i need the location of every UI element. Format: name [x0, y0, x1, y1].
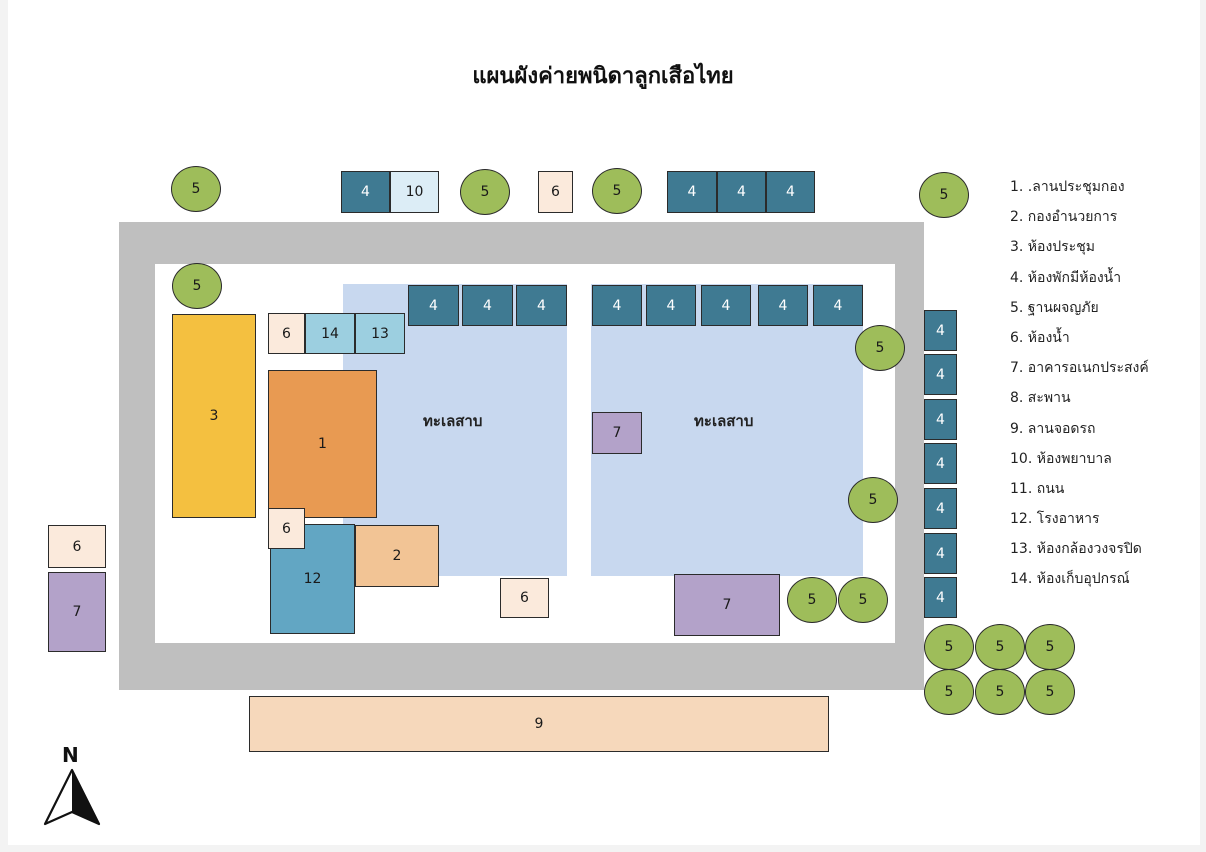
- adventure-base: 5: [787, 577, 837, 623]
- lodging-room: 4: [924, 533, 957, 574]
- restroom-top-outside: 6: [538, 171, 573, 213]
- restroom-left-outside: 6: [48, 525, 106, 568]
- legend-item: 12. โรงอาหาร: [1010, 511, 1100, 528]
- meeting-room: 3: [172, 314, 256, 518]
- legend-item: 7. อาคารอเนกประสงค์: [1010, 360, 1149, 377]
- lodging-room: 4: [758, 285, 808, 326]
- parking-lot: 9: [249, 696, 829, 752]
- adventure-base: 5: [848, 477, 898, 523]
- adventure-base: 5: [919, 172, 969, 218]
- lodging-room: 4: [408, 285, 459, 326]
- lodging-room: 4: [646, 285, 696, 326]
- legend: 1. .ลานประชุมกอง 2. กองอำนวยการ 3. ห้องป…: [1010, 176, 1149, 599]
- adventure-base: 5: [592, 168, 642, 214]
- legend-item: 10. ห้องพยาบาล: [1010, 450, 1112, 467]
- legend-item: 4. ห้องพักมีห้องน้ำ: [1010, 269, 1122, 286]
- legend-item: 3. ห้องประชุม: [1010, 239, 1095, 256]
- lodging-room: 4: [701, 285, 751, 326]
- lodging-room: 4: [924, 443, 957, 484]
- lagoon-label-right: ทะเลสาบ: [694, 412, 754, 430]
- adventure-base: 5: [975, 669, 1025, 715]
- headquarters: 2: [355, 525, 439, 587]
- adventure-base: 5: [975, 624, 1025, 670]
- legend-item: 9. ลานจอดรถ: [1010, 420, 1096, 437]
- storage-room: 14: [305, 313, 355, 354]
- adventure-base: 5: [855, 325, 905, 371]
- legend-item: 8. สะพาน: [1010, 390, 1071, 407]
- lodging-room: 4: [813, 285, 863, 326]
- legend-item: 2. กองอำนวยการ: [1010, 209, 1118, 226]
- legend-item: 6. ห้องน้ำ: [1010, 329, 1070, 346]
- lodging-room: 4: [717, 171, 766, 213]
- lagoon-label-left: ทะเลสาบ: [423, 412, 483, 430]
- adventure-base: 5: [924, 624, 974, 670]
- lodging-room: 4: [766, 171, 815, 213]
- legend-item: 14. ห้องเก็บอุปกรณ์: [1010, 571, 1130, 588]
- lodging-room: 4: [667, 171, 717, 213]
- north-arrow-icon: [43, 768, 101, 826]
- lodging-room: 4: [341, 171, 390, 213]
- lodging-room: 4: [592, 285, 642, 326]
- lodging-room: 4: [924, 399, 957, 440]
- legend-item: 11. ถนน: [1010, 480, 1065, 497]
- restroom-near-canteen: 6: [268, 508, 305, 549]
- restroom-top-left-inner: 6: [268, 313, 305, 354]
- lodging-room: 4: [924, 488, 957, 529]
- lodging-room: 4: [924, 310, 957, 351]
- adventure-base: 5: [171, 166, 221, 212]
- legend-item: 13. ห้องกล้องวงจรปิด: [1010, 541, 1142, 558]
- legend-item: 1. .ลานประชุมกอง: [1010, 179, 1125, 195]
- multipurpose-building-left: 7: [48, 572, 106, 652]
- assembly-ground: 1: [268, 370, 377, 518]
- lodging-room: 4: [924, 577, 957, 618]
- adventure-base: 5: [838, 577, 888, 623]
- lodging-room: 4: [516, 285, 567, 326]
- adventure-base: 5: [1025, 624, 1075, 670]
- multipurpose-building-lagoon: 7: [592, 412, 642, 454]
- adventure-base: 5: [1025, 669, 1075, 715]
- adventure-base: 5: [924, 669, 974, 715]
- cctv-room: 13: [355, 313, 405, 354]
- legend-item: 5. ฐานผจญภัย: [1010, 299, 1099, 316]
- adventure-base: 5: [172, 263, 222, 309]
- north-label: N: [62, 743, 79, 767]
- restroom-bottom-center: 6: [500, 578, 549, 618]
- map-title: แผนผังค่ายพนิดาลูกเสือไทย: [472, 64, 734, 89]
- adventure-base: 5: [460, 169, 510, 215]
- lodging-room: 4: [924, 354, 957, 395]
- infirmary: 10: [390, 171, 439, 213]
- multipurpose-building-bottom: 7: [674, 574, 780, 636]
- lodging-room: 4: [462, 285, 513, 326]
